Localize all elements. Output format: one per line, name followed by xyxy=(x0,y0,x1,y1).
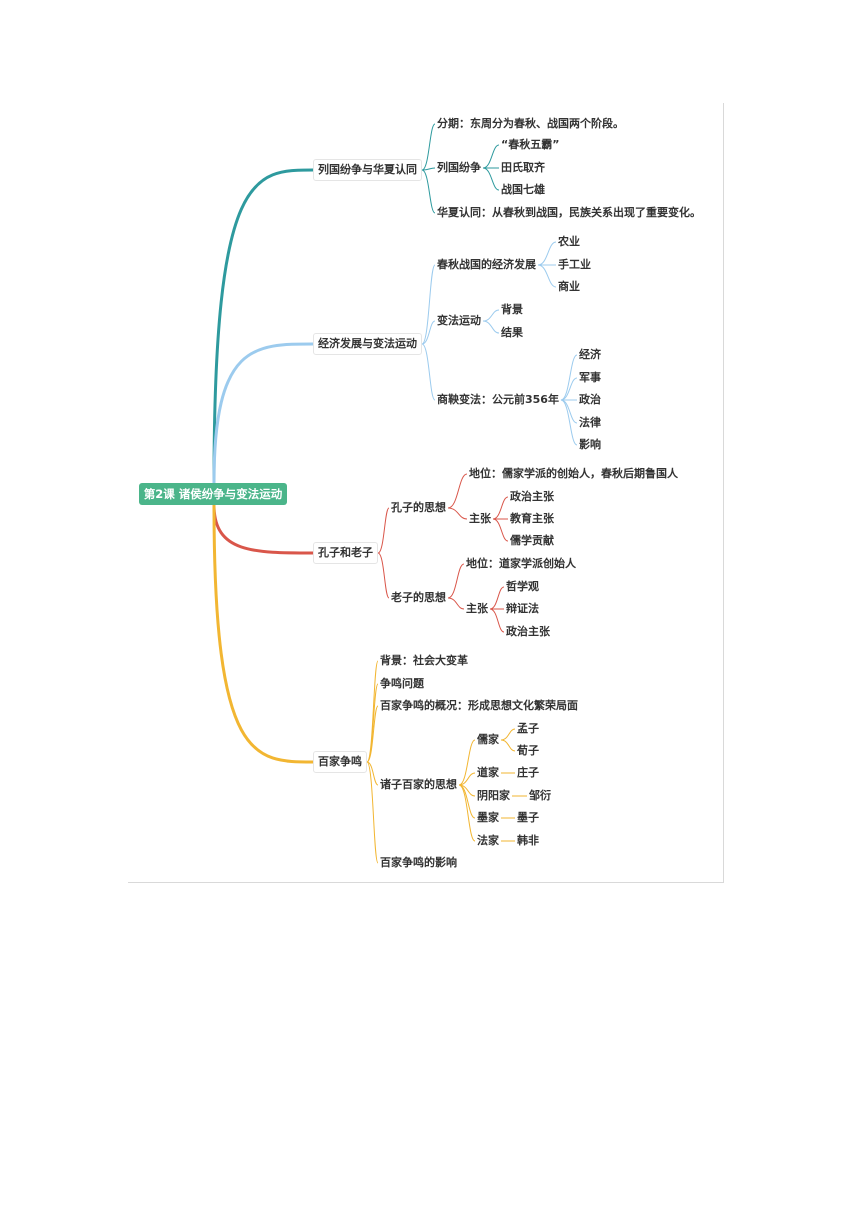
topic-label: 百家争鸣的概况：形成思想文化繁荣局面 xyxy=(380,699,578,712)
leaf-connector xyxy=(492,518,509,542)
branch-connector xyxy=(421,264,436,345)
branch-connector xyxy=(421,123,436,171)
leaf-label: 政治主张 xyxy=(510,490,554,503)
leaf-label: 孟子 xyxy=(517,722,539,735)
leaf-label: 军事 xyxy=(579,371,601,384)
leaf-label: 背景 xyxy=(501,303,523,316)
subtopic-label: 地位：儒家学派的创始人，春秋后期鲁国人 xyxy=(469,467,678,480)
leaf-connector xyxy=(500,728,516,741)
leaf-label: 辩证法 xyxy=(506,602,539,615)
leaf-label: 邹衍 xyxy=(529,789,551,802)
sub-connector xyxy=(458,784,476,842)
leaf-label: 哲学观 xyxy=(506,580,539,593)
sub-connector xyxy=(447,507,468,520)
topic-label: 老子的思想 xyxy=(391,591,446,604)
main-topic: 列国纷争与华夏认同 xyxy=(313,159,422,181)
branch-curve xyxy=(212,168,314,484)
sub-connector xyxy=(537,264,557,288)
branch-connector xyxy=(366,761,379,786)
subtopic-label: 墨家 xyxy=(477,811,499,824)
sub-connector xyxy=(482,320,500,334)
branch-connector xyxy=(421,169,436,214)
topic-label: 诸子百家的思想 xyxy=(380,778,457,791)
topic-label: 华夏认同：从春秋到战国，民族关系出现了重要变化。 xyxy=(437,206,701,219)
leaf-label: 结果 xyxy=(501,326,523,339)
branch-connector xyxy=(377,552,390,599)
topic-label: 背景：社会大变革 xyxy=(380,654,468,667)
leaf-label: 政治主张 xyxy=(506,625,550,638)
topic-label: 争鸣问题 xyxy=(380,677,424,690)
topic-label: 变法运动 xyxy=(437,314,481,327)
branch-connector xyxy=(421,167,436,171)
branch-connector xyxy=(366,705,379,763)
leaf-connector xyxy=(489,586,505,610)
subtopic-label: 道家 xyxy=(477,766,499,779)
main-topic: 孔子和老子 xyxy=(313,542,378,564)
leaf-label: 庄子 xyxy=(517,766,539,779)
leaf-label: 墨子 xyxy=(517,811,539,824)
branch-connector xyxy=(377,507,390,554)
sub-connector xyxy=(482,144,500,169)
branch-connector xyxy=(421,320,436,345)
sub-connector xyxy=(458,739,476,786)
main-topic: 经济发展与变法运动 xyxy=(313,333,422,355)
leaf-label: 影响 xyxy=(579,438,601,451)
topic-label: 百家争鸣的影响 xyxy=(380,856,457,869)
subtopic-label: 主张 xyxy=(466,602,488,615)
subtopic-label: 主张 xyxy=(469,512,491,525)
branch-connector xyxy=(421,343,436,401)
subtopic-label: 地位：道家学派创始人 xyxy=(466,557,576,570)
leaf-label: “春秋五霸” xyxy=(501,138,560,151)
subtopic-label: 法家 xyxy=(477,834,499,847)
sub-connector xyxy=(458,772,476,786)
subtopic-label: 儒家 xyxy=(477,733,499,746)
sub-connector xyxy=(537,241,557,266)
branch-connector xyxy=(366,761,379,864)
sub-connector xyxy=(482,167,500,191)
branch-curve xyxy=(212,504,314,764)
topic-label: 列国纷争 xyxy=(437,161,481,174)
sub-connector xyxy=(447,473,468,509)
branch-curve xyxy=(212,504,314,555)
topic-label: 孔子的思想 xyxy=(391,501,446,514)
sub-connector xyxy=(560,399,578,446)
sub-connector xyxy=(447,563,465,599)
leaf-label: 手工业 xyxy=(558,258,591,271)
leaf-label: 教育主张 xyxy=(510,512,554,525)
leaf-label: 农业 xyxy=(558,235,580,248)
leaf-label: 法律 xyxy=(579,416,601,429)
main-topic: 百家争鸣 xyxy=(313,751,367,773)
topic-label: 春秋战国的经济发展 xyxy=(437,258,536,271)
leaf-label: 田氏取齐 xyxy=(501,161,545,174)
branch-curve xyxy=(212,342,314,484)
sub-connector xyxy=(447,597,465,610)
topic-label: 分期：东周分为春秋、战国两个阶段。 xyxy=(437,117,624,130)
leaf-connector xyxy=(492,496,509,520)
sub-connector xyxy=(482,309,500,322)
sub-connector xyxy=(560,354,578,401)
leaf-label: 儒学贡献 xyxy=(510,534,554,547)
leaf-label: 战国七雄 xyxy=(501,183,545,196)
topic-label: 商鞅变法：公元前356年 xyxy=(437,393,559,406)
leaf-connector xyxy=(500,739,516,752)
image-frame xyxy=(128,103,724,883)
subtopic-label: 阴阳家 xyxy=(477,789,510,802)
leaf-label: 政治 xyxy=(579,393,601,406)
leaf-label: 韩非 xyxy=(517,834,539,847)
sub-connector xyxy=(560,377,578,401)
leaf-label: 荀子 xyxy=(517,744,539,757)
root-topic: 第2课 诸侯纷争与变法运动 xyxy=(139,483,287,505)
leaf-label: 经济 xyxy=(579,348,601,361)
leaf-label: 商业 xyxy=(558,280,580,293)
leaf-connector xyxy=(489,608,505,633)
